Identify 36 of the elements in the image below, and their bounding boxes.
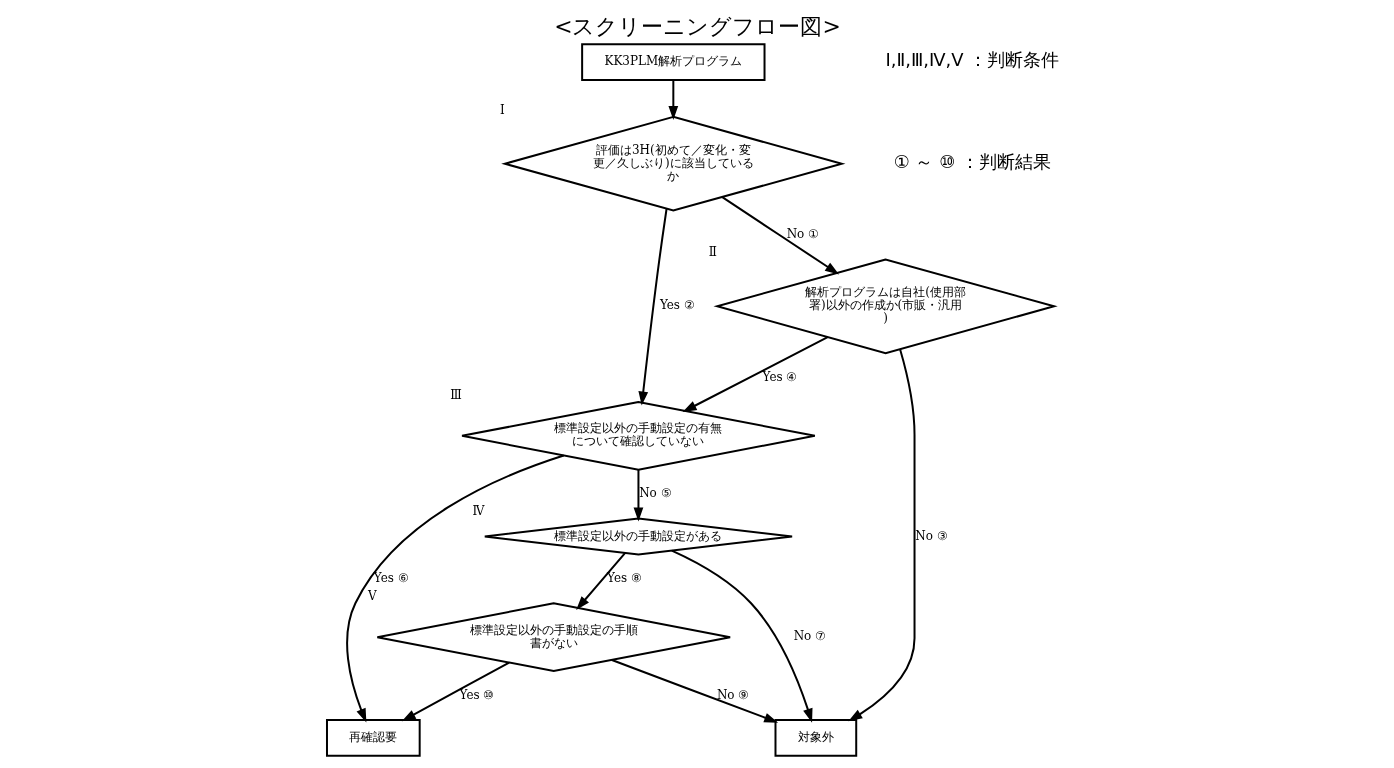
- node-label: Ⅰ: [499, 102, 505, 117]
- arrow: [610, 659, 778, 723]
- edge-label: Yes ⑧: [606, 570, 642, 585]
- node-diamond: 解析プログラムは自社(使用部署)以外の作成か(市販・汎用): [712, 258, 1058, 355]
- edge-label: No ⑨: [716, 687, 749, 702]
- arrow: [847, 348, 916, 722]
- arrow: [637, 208, 668, 406]
- edge-label: No ③: [914, 528, 948, 543]
- arrow: [345, 454, 565, 723]
- arrow: [720, 196, 839, 275]
- diagram-title: <スクリーニングフロー図>: [553, 13, 841, 39]
- arrow: [667, 79, 678, 120]
- edge-label: No ⑦: [793, 629, 826, 644]
- node-box: 対象外: [774, 718, 857, 757]
- node-diamond: 標準設定以外の手動設定の手順書がない: [375, 602, 731, 673]
- node-label: Ⅲ: [449, 387, 462, 402]
- arrow: [401, 661, 510, 722]
- edge-label: No ⑤: [638, 486, 672, 501]
- arrow: [575, 551, 626, 611]
- node-box: 再確認要: [325, 718, 421, 757]
- edge-label: Yes ②: [659, 298, 695, 313]
- arrow: [682, 336, 829, 413]
- label: Ⅰ,Ⅱ,Ⅲ,Ⅳ,Ⅴ ：判断条件: [884, 49, 1059, 71]
- node-diamond: 標準設定以外の手動設定がある: [483, 517, 793, 556]
- node-box: KK3PLM解析プログラム: [580, 43, 766, 81]
- arrow: [670, 549, 812, 723]
- edge-label: Yes ④: [762, 369, 797, 384]
- node-label: Ⅴ: [367, 588, 377, 603]
- node-label: Ⅱ: [708, 245, 717, 260]
- node-diamond: 評価は3H(初めて／変化・変更／久しぶり)に該当しているか: [500, 115, 845, 212]
- node-label: Ⅳ: [471, 504, 484, 519]
- edge-label: Yes ⑥: [373, 570, 409, 585]
- label: ① ～ ⑩ ：判断結果: [893, 151, 1051, 173]
- arrow: [633, 468, 643, 522]
- edge-label: Yes ⑩: [459, 687, 494, 702]
- edge-label: No ①: [786, 227, 819, 242]
